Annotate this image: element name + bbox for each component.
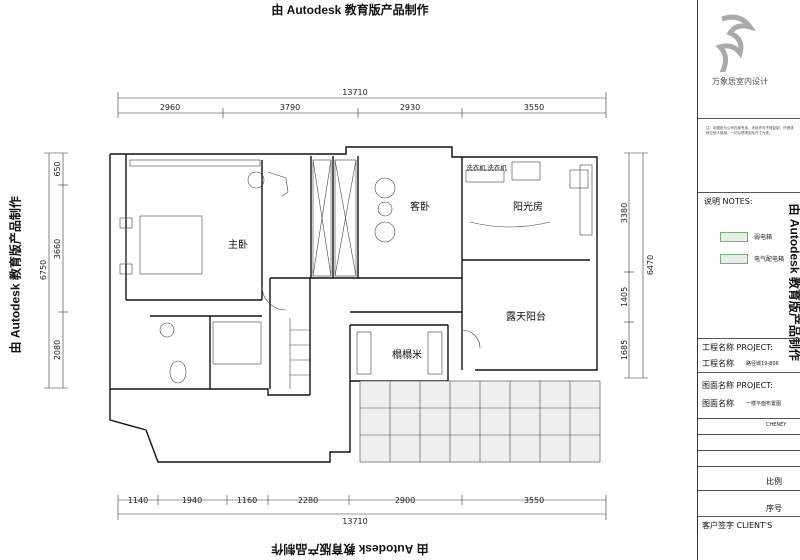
dim-bottom-5: 2900	[395, 496, 415, 505]
legend-weak-current-icon	[720, 232, 748, 242]
dim-left-3: 2080	[53, 340, 62, 360]
room-tatami: 榻榻米	[392, 348, 422, 361]
designer-name: CHENEY	[766, 422, 787, 428]
dim-left-1: 650	[53, 161, 62, 176]
dim-bottom-2: 1940	[182, 496, 202, 505]
dim-right-1: 3380	[620, 203, 629, 223]
project-label: 工程名称 PROJECT:	[702, 343, 773, 352]
room-master-bedroom: 主卧	[228, 238, 248, 251]
dim-left-total: 6750	[39, 260, 48, 280]
dim-top-3: 2930	[400, 103, 420, 112]
legend-2-label: 电气配电箱	[754, 256, 785, 263]
company-name: 万象居室内设计	[712, 77, 768, 86]
legend-distribution-box-icon	[720, 254, 748, 264]
dim-right-2: 1405	[620, 287, 629, 307]
legend-1-label: 弱电箱	[754, 234, 773, 241]
number-label: 序号	[766, 504, 782, 513]
dim-top-total: 13710	[342, 88, 367, 97]
dim-bottom-6: 3550	[524, 496, 544, 505]
title-block: 万象居室内设计 注：本图纸为公司内部专用，未经许可不得复制、外借或转交他人使用，…	[697, 0, 800, 560]
dim-right-total: 6470	[646, 255, 655, 275]
drawing-name-label: 图面名称	[702, 399, 734, 408]
dim-top-2: 3790	[280, 103, 300, 112]
project-name-value: 路径城19-806	[746, 361, 779, 367]
room-guest-bedroom: 客卧	[410, 200, 430, 213]
room-open-balcony: 露天阳台	[506, 310, 546, 323]
label-laundry-1: 洗衣机	[466, 163, 486, 172]
dim-bottom-3: 1160	[237, 496, 257, 505]
company-logo-icon	[712, 14, 760, 72]
dim-right-3: 1685	[620, 340, 629, 360]
label-laundry-2: 洗衣机	[487, 163, 507, 172]
dim-top-4: 3550	[524, 103, 544, 112]
floor-plan: 13710 2960 3790 2930 3550 13710 1140 194…	[39, 88, 655, 526]
scale-label: 比例	[766, 477, 782, 486]
dim-bottom-4: 2280	[298, 496, 318, 505]
dim-bottom-1: 1140	[128, 496, 148, 505]
notes-label: 说明 NOTES:	[704, 197, 753, 206]
dim-left-2: 3660	[53, 239, 62, 259]
watermark-top: 由 Autodesk 教育版产品制作	[271, 3, 429, 17]
drawing-name-value: 一楼平面布置图	[746, 401, 782, 407]
notes-text: 注：本图纸为公司内部专用，未经许可不得复制、外借或转交他人使用，一切以现场实际尺…	[706, 126, 794, 135]
dim-top-1: 2960	[160, 103, 180, 112]
drawing-label: 图面名称 PROJECT:	[702, 381, 773, 390]
client-signature-label: 客户签字 CLIENT'S	[702, 521, 773, 530]
dim-bottom-total: 13710	[342, 517, 367, 526]
project-name-label: 工程名称	[702, 359, 734, 368]
room-sunroom: 阳光房	[513, 200, 543, 213]
